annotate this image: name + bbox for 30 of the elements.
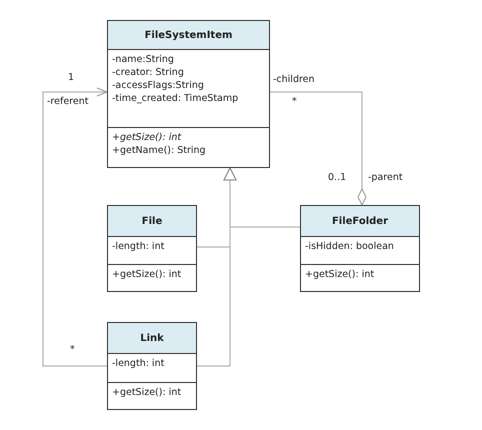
class-box: [107, 205, 197, 292]
member-text: +getName(): String: [112, 144, 207, 157]
member-text: -time_created: TimeStamp: [112, 92, 240, 105]
multiplicity-label: *: [70, 344, 75, 355]
member-text: +getSize(): int: [112, 131, 182, 144]
class-name: File: [142, 216, 162, 226]
member-text: -name:String: [112, 53, 175, 66]
member-text: -creator: String: [112, 66, 185, 79]
member-text: +getSize(): int: [305, 268, 376, 281]
member-text: +getSize(): int: [112, 386, 182, 399]
member-text: -accessFlags:String: [112, 79, 205, 92]
multiplicity-label: 1: [68, 72, 74, 83]
multiplicity-label: *: [292, 96, 297, 107]
association-arrow: [42, 88, 108, 366]
member-text: -isHidden: boolean: [305, 240, 395, 253]
member-text: -length: int: [112, 357, 166, 370]
generalization-arrow: [196, 168, 236, 366]
member-text: +getSize(): int: [112, 268, 182, 281]
multiplicity-label: 0..1: [328, 172, 346, 183]
class-name: FileSystemItem: [144, 30, 232, 40]
class-name: FileFolder: [332, 216, 388, 226]
aggregation-line: [270, 92, 366, 206]
class-box: [300, 205, 420, 292]
multiplicity-label: -referent: [47, 96, 88, 107]
member-text: -length: int: [112, 240, 166, 253]
class-box: [107, 322, 197, 410]
multiplicity-label: -children: [273, 74, 315, 85]
class-name: Link: [140, 332, 164, 344]
class-box: [107, 20, 270, 168]
multiplicity-label: -parent: [368, 172, 403, 183]
